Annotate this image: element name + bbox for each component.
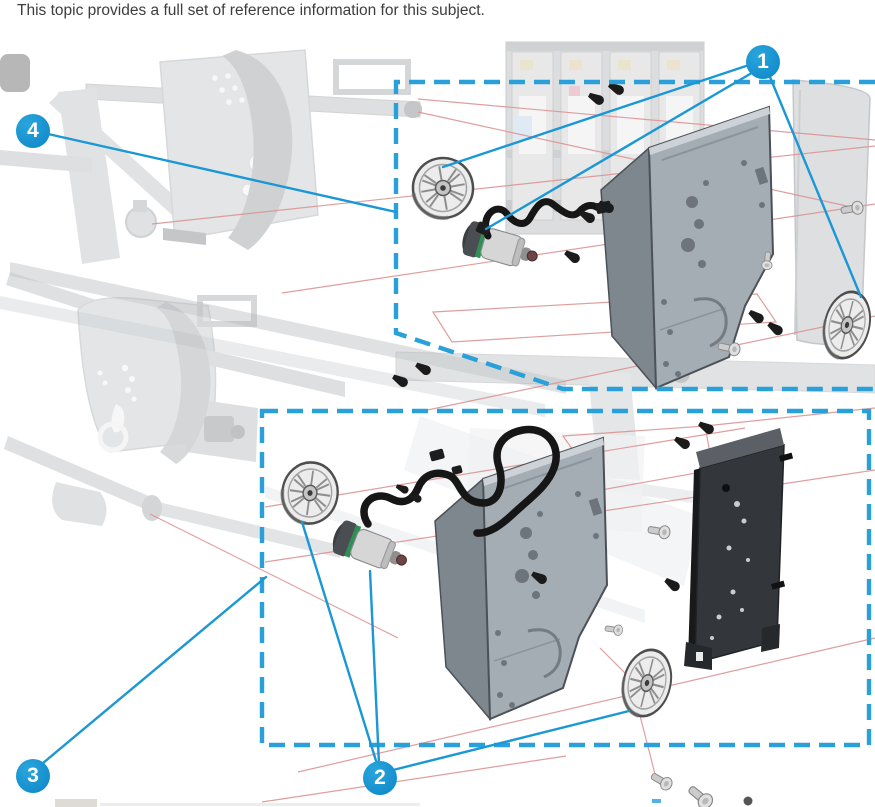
upper-assembly-highlight-box xyxy=(393,79,875,392)
callout-2-label: 2 xyxy=(374,766,386,789)
motor-cable-upper xyxy=(475,198,612,240)
leader-4-to-upper-box xyxy=(46,132,398,214)
printer-chassis-lower xyxy=(4,272,345,558)
leader-1-to-right-pulley xyxy=(768,75,863,299)
callout-3: 3 xyxy=(16,759,50,793)
leader-1-to-upper-pulley xyxy=(441,64,748,169)
lower-assembly-parts xyxy=(278,425,794,722)
leader-2-to-lower-pulley xyxy=(300,520,379,766)
lower-assembly-highlight-box xyxy=(259,408,872,748)
callout-4: 4 xyxy=(16,114,50,148)
drive-pulley-upper-left xyxy=(406,151,480,225)
rear-bracket-plate xyxy=(684,428,794,670)
leader-1-to-upper-motor xyxy=(484,72,752,231)
cropped-edge-artifacts xyxy=(55,796,753,807)
callout-3-label: 3 xyxy=(27,764,39,787)
leader-2-to-bottom-pulley xyxy=(391,709,631,772)
motor-cable-lower xyxy=(360,425,560,537)
callout-1-label: 1 xyxy=(757,50,769,73)
callout-1: 1 xyxy=(746,45,780,79)
printer-right-cover xyxy=(792,79,871,346)
leader-lines xyxy=(41,64,863,772)
upper-assembly-parts xyxy=(406,105,875,390)
callout-2: 2 xyxy=(363,761,397,795)
highlight-boxes xyxy=(259,79,875,748)
callout-4-label: 4 xyxy=(27,119,39,142)
leader-3-to-lower-box xyxy=(41,575,268,765)
intro-text: This topic provides a full set of refere… xyxy=(17,2,485,19)
drive-pulley-bottom xyxy=(616,645,678,722)
leader-2-to-lower-motor xyxy=(368,569,381,766)
